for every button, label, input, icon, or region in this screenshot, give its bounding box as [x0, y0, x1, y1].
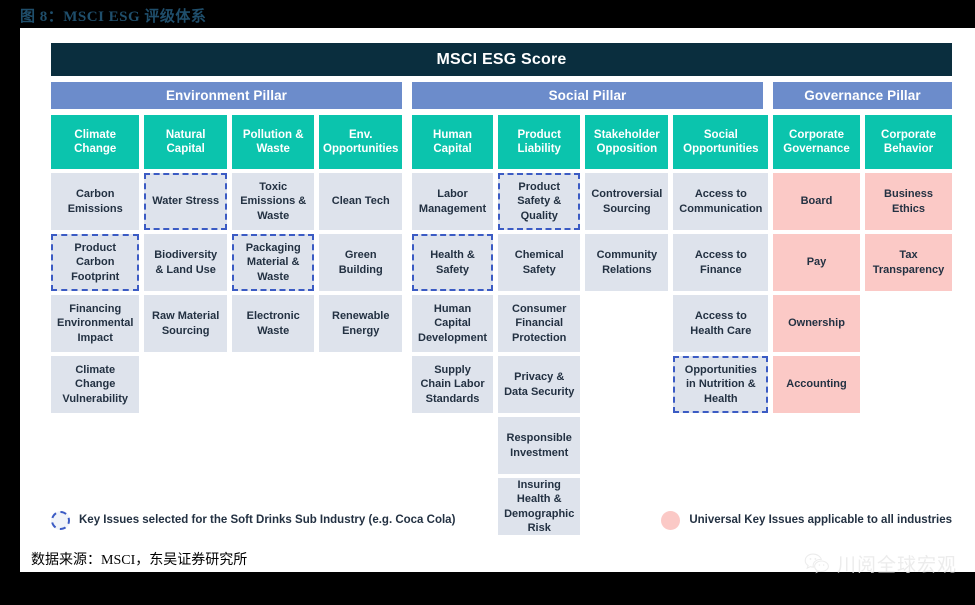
issue-cell[interactable]: Product Safety & Quality: [498, 173, 581, 230]
issue-cell[interactable]: Climate Change Vulnerability: [51, 356, 140, 413]
master-header: MSCI ESG Score: [51, 43, 952, 76]
theme-cell[interactable]: Social Opportunities: [673, 115, 769, 169]
issue-cell[interactable]: Carbon Emissions: [51, 173, 140, 230]
figure-title: 图 8：MSCI ESG 评级体系: [20, 9, 207, 25]
watermark: 川阅全球宏观: [804, 548, 957, 578]
theme-cell[interactable]: Pollution & Waste: [231, 115, 315, 169]
legend-label-universal: Universal Key Issues applicable to all i…: [689, 514, 952, 526]
issue-cell[interactable]: Opportunities in Nutrition & Health: [673, 356, 769, 413]
issue-cell[interactable]: Chemical Safety: [498, 234, 581, 291]
issue-cell-empty: [865, 356, 952, 413]
issue-cell[interactable]: Packaging Material & Waste: [231, 234, 315, 291]
issue-cell[interactable]: Business Ethics: [865, 173, 952, 230]
issue-cell[interactable]: Electronic Waste: [231, 295, 315, 352]
legend-item-universal: Universal Key Issues applicable to all i…: [661, 510, 952, 530]
issue-cell[interactable]: Tax Transparency: [865, 234, 952, 291]
issue-cell-empty: [673, 417, 768, 474]
issue-cell[interactable]: Supply Chain Labor Standards: [412, 356, 494, 413]
issue-cell[interactable]: Renewable Energy: [319, 295, 402, 352]
issue-cell[interactable]: Responsible Investment: [498, 417, 581, 474]
pillar-header: Social Pillar: [412, 82, 763, 109]
issue-cell-empty: [585, 417, 668, 474]
issue-cell[interactable]: Privacy & Data Security: [498, 356, 581, 413]
issue-cell[interactable]: Green Building: [319, 234, 402, 291]
issue-cell[interactable]: Controversial Sourcing: [585, 173, 669, 230]
issue-cell[interactable]: Insuring Health & Demographic Risk: [498, 478, 581, 535]
legend-label-selected: Key Issues selected for the Soft Drinks …: [79, 514, 456, 526]
issue-cell-empty: [585, 295, 668, 352]
issue-cell-empty: [51, 417, 139, 474]
theme-cell[interactable]: Stakeholder Opposition: [585, 115, 669, 169]
legend: Key Issues selected for the Soft Drinks …: [51, 508, 952, 532]
issue-cell-empty: [144, 417, 227, 474]
issue-cell-empty: [773, 417, 860, 474]
issue-cell[interactable]: Raw Material Sourcing: [144, 295, 227, 352]
issue-cell[interactable]: Toxic Emissions & Waste: [231, 173, 315, 230]
issue-cell[interactable]: Board: [773, 173, 860, 230]
issue-cell-empty: [412, 417, 493, 474]
issue-cell[interactable]: Human Capital Development: [412, 295, 494, 352]
theme-cell[interactable]: Corporate Behavior: [865, 115, 952, 169]
issue-cell[interactable]: Health & Safety: [412, 234, 494, 291]
issue-cell[interactable]: Biodiversity & Land Use: [144, 234, 227, 291]
issue-cell[interactable]: Financing Environmental Impact: [51, 295, 140, 352]
watermark-text: 川阅全球宏观: [836, 554, 957, 576]
issue-cell[interactable]: Community Relations: [585, 234, 669, 291]
issue-cell[interactable]: Water Stress: [144, 173, 227, 230]
pink-circle-icon: [661, 510, 681, 530]
theme-cell[interactable]: Product Liability: [498, 115, 581, 169]
source-text: 数据来源：MSCI，东吴证券研究所: [31, 552, 248, 568]
issue-cell-empty: [232, 417, 315, 474]
issue-cell-empty: [865, 295, 952, 352]
issue-cell-empty: [865, 417, 952, 474]
theme-cell[interactable]: Climate Change: [51, 115, 140, 169]
issue-cell-empty: [319, 417, 402, 474]
issue-cell[interactable]: Access to Finance: [673, 234, 769, 291]
issue-cell[interactable]: Clean Tech: [319, 173, 402, 230]
pillar-header: Governance Pillar: [773, 82, 952, 109]
issue-cell-empty: [585, 356, 668, 413]
issue-cell[interactable]: Ownership: [773, 295, 860, 352]
pillar-header: Environment Pillar: [51, 82, 402, 109]
wechat-icon: [804, 553, 829, 574]
theme-cell[interactable]: Natural Capital: [144, 115, 227, 169]
theme-cell[interactable]: Corporate Governance: [773, 115, 860, 169]
theme-cell[interactable]: Human Capital: [412, 115, 494, 169]
issue-cell-empty: [144, 356, 227, 413]
issue-cell-empty: [232, 356, 315, 413]
dashed-circle-icon: [51, 510, 70, 530]
issue-cell[interactable]: Access to Health Care: [673, 295, 769, 352]
issue-cell[interactable]: Pay: [773, 234, 860, 291]
theme-cell[interactable]: Env. Opportunities: [319, 115, 402, 169]
legend-item-selected: Key Issues selected for the Soft Drinks …: [51, 510, 456, 530]
issue-cell[interactable]: Labor Management: [412, 173, 494, 230]
issue-cell-empty: [319, 356, 402, 413]
issue-cell[interactable]: Access to Communication: [673, 173, 769, 230]
issue-cell[interactable]: Product Carbon Footprint: [51, 234, 140, 291]
issue-cell[interactable]: Consumer Financial Protection: [498, 295, 581, 352]
issue-cell[interactable]: Accounting: [773, 356, 860, 413]
